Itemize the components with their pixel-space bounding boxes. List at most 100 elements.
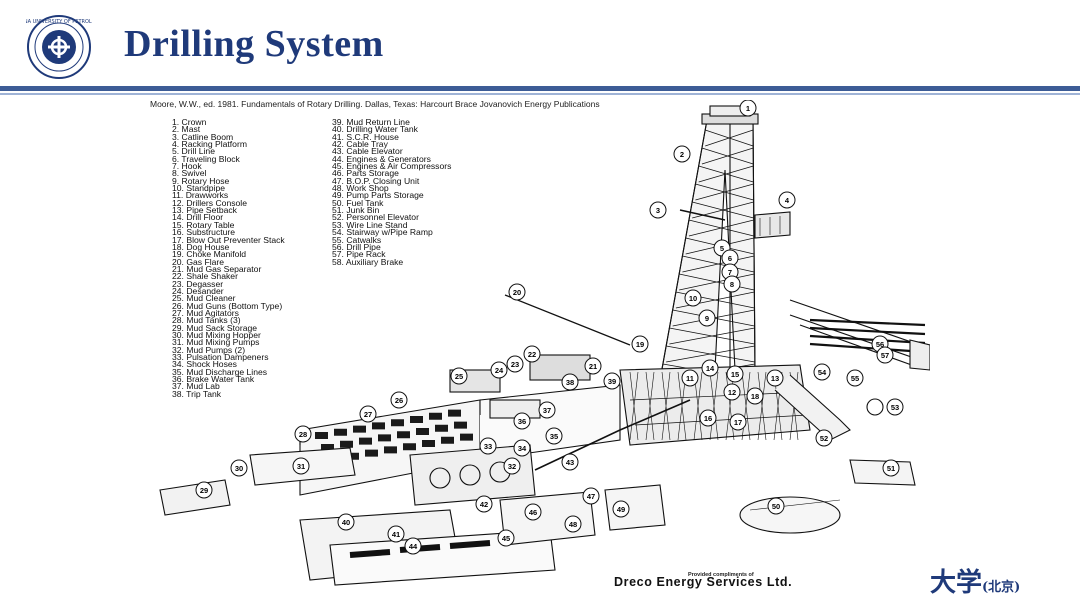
callout-marker: 30 bbox=[230, 459, 248, 477]
callout-marker: 25 bbox=[450, 367, 468, 385]
legend-item: 36. Brake Water Tank bbox=[172, 374, 255, 385]
callout-number: 29 bbox=[200, 486, 208, 495]
callout-marker: 32 bbox=[503, 457, 521, 475]
callout-number: 2 bbox=[680, 150, 684, 159]
callout-number: 15 bbox=[731, 370, 739, 379]
legend-item: 38. Trip Tank bbox=[172, 388, 222, 399]
legend-item: 22. Shale Shaker bbox=[172, 271, 238, 282]
callout-number: 16 bbox=[704, 414, 712, 423]
legend-item: 13. Pipe Setback bbox=[172, 205, 237, 216]
callout-marker: 39 bbox=[603, 372, 621, 390]
callout-marker: 23 bbox=[506, 355, 524, 373]
callout-marker: 2 bbox=[673, 145, 691, 163]
callout-number: 13 bbox=[771, 374, 779, 383]
callout-marker: 18 bbox=[746, 387, 764, 405]
legend-item: 56. Drill Pipe bbox=[332, 241, 381, 252]
callout-number: 46 bbox=[529, 508, 537, 517]
legend-item: 20. Gas Flare bbox=[172, 256, 225, 267]
legend-item: 47. B.O.P. Closing Unit bbox=[332, 175, 420, 186]
callout-marker: 3 bbox=[649, 201, 667, 219]
callout-marker: 1 bbox=[739, 100, 757, 117]
callout-marker: 12 bbox=[723, 383, 741, 401]
callout-marker: 29 bbox=[195, 481, 213, 499]
callout-number: 4 bbox=[785, 196, 790, 205]
callout-number: 11 bbox=[686, 374, 694, 383]
callout-number: 55 bbox=[851, 374, 859, 383]
legend-item: 11. Drawworks bbox=[172, 190, 229, 201]
university-watermark: 大学(北京) bbox=[930, 562, 1020, 599]
callout-number: 37 bbox=[543, 406, 551, 415]
legend-item: 16. Substructure bbox=[172, 227, 236, 238]
legend-item: 34. Shock Hoses bbox=[172, 359, 237, 370]
legend-item: 10. Standpipe bbox=[172, 183, 226, 194]
callout-marker: 4 bbox=[778, 191, 796, 209]
callout-marker: 14 bbox=[701, 359, 719, 377]
callout-number: 35 bbox=[550, 432, 558, 441]
legend-item: 45. Engines & Air Compressors bbox=[332, 161, 452, 172]
callout-marker: 8 bbox=[723, 275, 741, 293]
callout-number: 49 bbox=[617, 505, 625, 514]
callout-marker: 41 bbox=[387, 525, 405, 543]
credit-text: Dreco Energy Services Ltd. bbox=[614, 575, 793, 589]
callout-number: 50 bbox=[772, 502, 780, 511]
legend-item: 9. Rotary Hose bbox=[172, 175, 230, 186]
callout-marker: 13 bbox=[766, 369, 784, 387]
callout-number: 51 bbox=[887, 464, 895, 473]
callout-marker: 35 bbox=[545, 427, 563, 445]
callout-number: 23 bbox=[511, 360, 519, 369]
legend-item: 21. Mud Gas Separator bbox=[172, 263, 262, 274]
header-divider bbox=[0, 86, 1080, 91]
watermark-big-text: 大学 bbox=[930, 568, 983, 598]
callout-marker: 10 bbox=[684, 289, 702, 307]
legend-item: 44. Engines & Generators bbox=[332, 153, 431, 164]
callout-marker: 31 bbox=[292, 457, 310, 475]
callout-marker: 26 bbox=[390, 391, 408, 409]
callout-marker: 27 bbox=[359, 405, 377, 423]
callout-number: 31 bbox=[297, 462, 305, 471]
callout-marker: 46 bbox=[524, 503, 542, 521]
callout-marker: 24 bbox=[490, 361, 508, 379]
legend-item: 23. Degasser bbox=[172, 278, 224, 289]
callout-number: 25 bbox=[455, 372, 463, 381]
legend-item: 29. Mud Sack Storage bbox=[172, 322, 258, 333]
callout-number: 47 bbox=[587, 492, 595, 501]
callout-marker: 51 bbox=[882, 459, 900, 477]
legend-item: 4. Racking Platform bbox=[172, 139, 247, 150]
legend-item: 15. Rotary Table bbox=[172, 219, 235, 230]
callout-number: 10 bbox=[689, 294, 697, 303]
citation-text: Moore, W.W., ed. 1981. Fundamentals of R… bbox=[150, 99, 600, 109]
callout-marker: 43 bbox=[561, 453, 579, 471]
callout-number: 5 bbox=[720, 244, 724, 253]
legend-item: 51. Junk Bin bbox=[332, 205, 380, 216]
legend-item: 41. S.C.R. House bbox=[332, 131, 399, 142]
callout-marker: 28 bbox=[294, 425, 312, 443]
legend-item: 35. Mud Discharge Lines bbox=[172, 366, 268, 377]
legend-item: 31. Mud Mixing Pumps bbox=[172, 337, 260, 348]
callout-number: 30 bbox=[235, 464, 243, 473]
legend-item: 39. Mud Return Line bbox=[332, 117, 410, 127]
callout-number: 44 bbox=[409, 542, 418, 551]
callout-number: 40 bbox=[342, 518, 350, 527]
callout-number: 41 bbox=[392, 530, 400, 539]
legend-item: 12. Drillers Console bbox=[172, 197, 247, 208]
callout-marker: 52 bbox=[815, 429, 833, 447]
callout-marker: 44 bbox=[404, 537, 422, 555]
callout-marker: 9 bbox=[698, 309, 716, 327]
callout-number: 9 bbox=[705, 314, 709, 323]
callout-marker: 42 bbox=[475, 495, 493, 513]
callout-number: 17 bbox=[734, 418, 742, 427]
legend-item: 42. Cable Tray bbox=[332, 139, 388, 150]
legend-item: 17. Blow Out Preventer Stack bbox=[172, 234, 285, 245]
legend-item: 6. Traveling Block bbox=[172, 153, 240, 164]
callout-number: 38 bbox=[566, 378, 574, 387]
legend-item: 14. Drill Floor bbox=[172, 212, 224, 223]
callout-marker: 57 bbox=[876, 346, 894, 364]
legend-item: 24. Desander bbox=[172, 285, 224, 296]
callout-number: 56 bbox=[876, 340, 884, 349]
legend-item: 25. Mud Cleaner bbox=[172, 293, 236, 304]
legend-item: 54. Stairway w/Pipe Ramp bbox=[332, 227, 433, 238]
callout-number: 33 bbox=[484, 442, 492, 451]
callout-number: 18 bbox=[751, 392, 759, 401]
legend-item: 55. Catwalks bbox=[332, 234, 382, 245]
